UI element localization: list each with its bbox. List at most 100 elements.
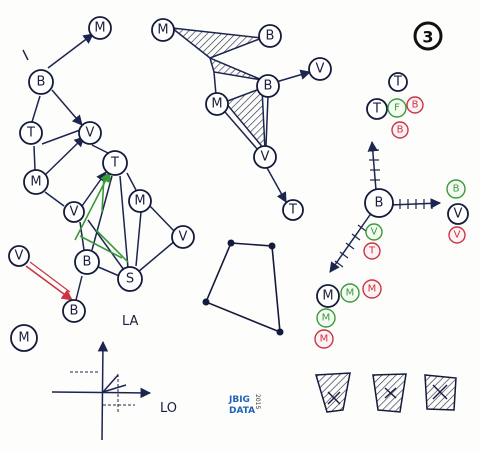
edge (119, 175, 129, 269)
star-arm-left (329, 211, 373, 273)
star-right-group: B V V (446, 179, 469, 244)
edge (265, 165, 287, 203)
node-label: V (70, 205, 79, 220)
green-edge (101, 175, 105, 213)
edge (44, 191, 65, 207)
edge (135, 211, 142, 267)
edge (126, 172, 137, 191)
node-b-bottom: B (62, 299, 86, 323)
star-down-group: V T (363, 223, 383, 260)
lat-lon-axes: LA LO (51, 314, 177, 441)
node-label: V (316, 62, 325, 77)
node-label: T (288, 203, 297, 218)
x-axis (51, 387, 152, 399)
node-label: B (266, 29, 275, 44)
y-axis (97, 340, 109, 441)
node-t-center: T (102, 150, 128, 176)
shape-hatched-1 (315, 372, 351, 413)
node-v-upper: V (78, 121, 102, 145)
node-v-tri-low: V (253, 145, 277, 169)
edge (213, 71, 217, 96)
node-label: B (264, 79, 273, 94)
star-tick-marks (334, 149, 433, 268)
star-up-group: T T F B B (366, 72, 424, 139)
edge (91, 175, 113, 251)
node-m-left: M (23, 169, 49, 195)
edge (137, 239, 177, 273)
node-label: M (322, 313, 331, 324)
node-label: M (322, 289, 333, 304)
node-label: M (346, 288, 355, 299)
green-edge (95, 229, 129, 263)
node-label: M (30, 175, 41, 190)
node-label: S (126, 272, 134, 287)
left-graph-green-edges (74, 171, 129, 263)
left-graph-edges (22, 33, 177, 301)
vertex-dot (268, 242, 276, 250)
shape-hatched-3 (424, 374, 457, 411)
node-b-tri-top: B (258, 24, 282, 48)
node-label: T (393, 75, 402, 90)
star-center-node: B (364, 188, 394, 218)
node-label: B (453, 184, 460, 195)
vertex-dot (276, 328, 284, 336)
node-label: V (371, 227, 378, 238)
node-b-mid: B (74, 249, 100, 275)
edge (224, 111, 259, 151)
edge (87, 219, 125, 271)
edge (79, 221, 85, 251)
edge (22, 49, 29, 61)
shape-hatched-2 (372, 373, 407, 413)
bottom-shapes (315, 372, 457, 413)
node-m-right: M (128, 189, 152, 213)
node-label: B (412, 100, 419, 111)
node-label: B (397, 125, 404, 136)
node-label: M (157, 23, 168, 38)
node-label: B (375, 196, 384, 211)
vertex-dot (202, 298, 210, 306)
node-label: B (70, 304, 79, 319)
left-graph-red-edges (25, 261, 73, 301)
node-label: M (211, 97, 222, 112)
isolated-node: M (10, 324, 38, 352)
node-label: M (320, 334, 329, 345)
vector (102, 384, 127, 393)
section-number-text: 3 (422, 28, 433, 47)
logo-line2: DATA (229, 406, 255, 416)
node-label: T (110, 156, 119, 171)
node-label: F (394, 103, 400, 114)
edge (33, 145, 36, 171)
edge (265, 95, 269, 147)
node-label: B (83, 255, 92, 270)
quadrilateral (202, 239, 284, 336)
x-axis-label: LO (160, 401, 177, 416)
logo-block (228, 393, 252, 405)
red-edge (29, 261, 71, 293)
node-label: V (454, 230, 461, 241)
edge (41, 129, 81, 145)
node-b-left: B (28, 69, 54, 95)
left-graph: M B T V M V T M (8, 16, 195, 323)
node-label: V (454, 207, 463, 222)
node-label: M (18, 331, 29, 346)
node-label: T (26, 126, 35, 141)
node-label: M (134, 194, 145, 209)
red-edge (25, 265, 73, 301)
node-m-tri: M (151, 18, 175, 42)
edge (148, 204, 176, 233)
node-m-tri-mid: M (205, 92, 229, 116)
edge (75, 275, 83, 301)
edge (47, 33, 94, 69)
vector (102, 374, 119, 393)
node-b-tri-mid: B (256, 74, 280, 98)
node-label: T (368, 246, 376, 257)
node-m-top: M (88, 16, 112, 40)
hatched-triangle (223, 86, 266, 153)
node-label: V (179, 230, 188, 245)
edge (51, 89, 83, 126)
node-label: V (86, 126, 95, 141)
node-v-tri-right: V (308, 57, 332, 81)
node-label: B (37, 75, 46, 90)
node-label: V (15, 249, 24, 264)
